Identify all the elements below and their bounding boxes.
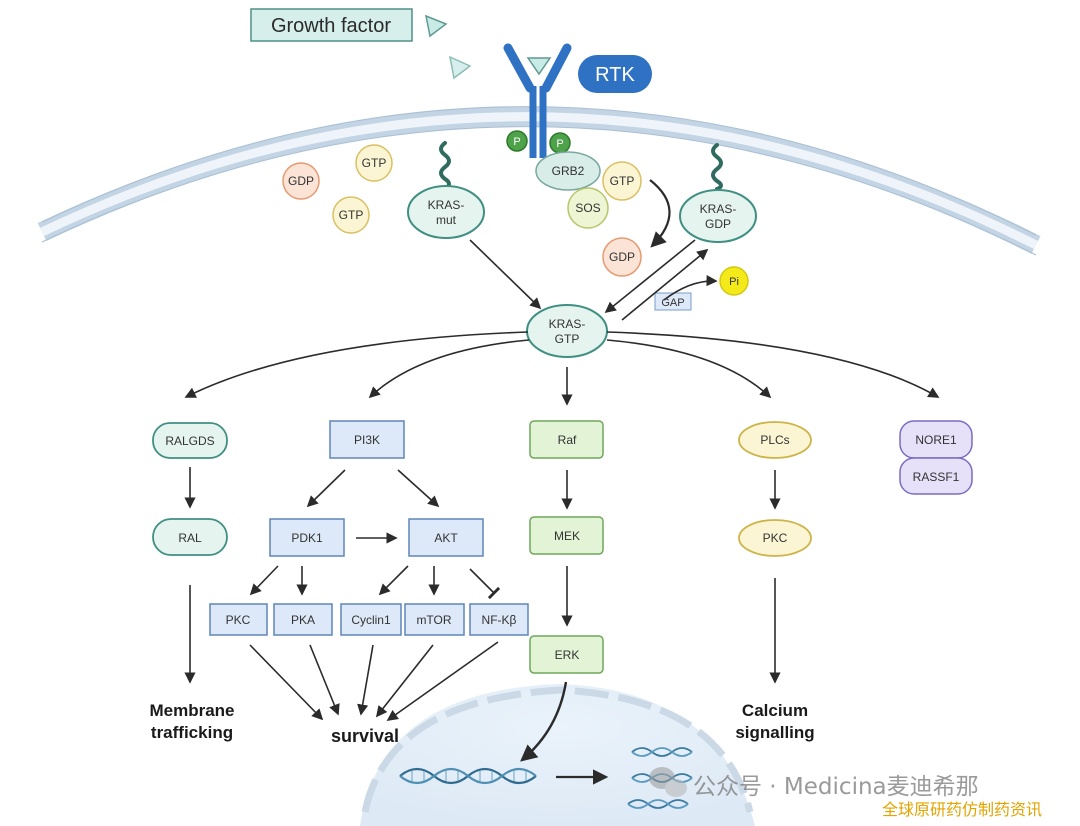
calcium-signalling-text: Calcium [742, 701, 808, 720]
pi3k-text: PI3K [354, 433, 380, 447]
kras-gtp-text: KRAS- [549, 317, 586, 331]
gdp-node: GDP [282, 162, 320, 200]
mtor-text: mTOR [416, 613, 451, 627]
pi3k-node: PI3K [329, 420, 405, 459]
pkc-node: PKC [209, 603, 268, 636]
growth-factor-text: Growth factor [271, 15, 391, 37]
cell-membrane [37, 106, 1041, 256]
kras-gdp-text: KRAS- [700, 202, 737, 216]
rtk-label: RTK [578, 55, 652, 93]
cyclin1-node: Cyclin1 [340, 603, 402, 636]
arrows-upper [469, 179, 718, 321]
gdp-text: GDP [288, 174, 314, 188]
gdp-text: GDP [609, 250, 635, 264]
arrows-branches [184, 331, 940, 406]
nfkb-text: NF-Kβ [482, 613, 517, 627]
membrane-trafficking-text: trafficking [151, 723, 233, 742]
arrows-survival [249, 641, 499, 721]
cyclin1-text: Cyclin1 [351, 613, 391, 627]
rtk-receptor [503, 43, 572, 158]
pka-node: PKA [273, 603, 333, 636]
erk-text: ERK [555, 648, 580, 662]
growth-factor-label: Growth factor [250, 8, 413, 42]
phosphate-node: P [506, 130, 528, 152]
gap-label: GAP [654, 292, 692, 311]
mek-text: MEK [554, 529, 580, 543]
gap-text: GAP [661, 297, 684, 309]
sos-text: SOS [575, 201, 600, 215]
gtp-text: GTP [339, 208, 364, 222]
plcs-node: PLCs [738, 421, 812, 459]
kras-gdp-text: GDP [705, 217, 731, 231]
raf-node: Raf [529, 420, 604, 459]
lipid-tail-icon [439, 141, 451, 191]
ral-node: RAL [152, 518, 228, 556]
kras-mut-text: KRAS- [428, 198, 465, 212]
calcium-signalling-text: signalling [735, 723, 814, 742]
kras-mut-node: KRAS- mut [407, 185, 485, 239]
pka-text: PKA [291, 613, 315, 627]
akt-text: AKT [434, 531, 458, 545]
rassf1-text: RASSF1 [913, 470, 960, 484]
gtp-node: GTP [355, 144, 393, 182]
plcs-text: PLCs [760, 433, 789, 447]
akt-node: AKT [408, 518, 484, 557]
pi-text: Pi [729, 276, 739, 288]
grb2-text: GRB2 [552, 164, 585, 178]
survival-text: survival [331, 726, 399, 746]
growth-factor-ligand-icon [424, 14, 448, 38]
gtp-node: GTP [332, 196, 370, 234]
pkc-text: PKC [763, 531, 788, 545]
kras-gtp-text: GTP [555, 332, 580, 346]
pdk1-text: PDK1 [291, 531, 323, 545]
watermark-tagline: 全球原研药仿制药资讯 [882, 800, 1043, 819]
growth-factor-ligand-icon [448, 55, 472, 80]
sos-node: SOS [567, 187, 609, 229]
kras-gdp-node: KRAS- GDP [679, 189, 757, 243]
lipid-tail-icon [711, 143, 723, 191]
wechat-icon [649, 767, 687, 797]
gtp-sos-node: GTP [602, 161, 642, 201]
membrane-trafficking-text: Membrane [149, 701, 234, 720]
pkc-text: PKC [226, 613, 251, 627]
dna-icon [399, 767, 537, 785]
bound-ligand-icon [526, 57, 552, 76]
nore1-text: NORE1 [915, 433, 957, 447]
nfkb-node: NF-Kβ [469, 603, 529, 636]
kras-gtp-node: KRAS- GTP [526, 304, 608, 358]
phosphate-text: P [513, 136, 520, 148]
rtk-text: RTK [595, 64, 635, 86]
nore1-node: NORE1 [899, 420, 973, 459]
raf-text: Raf [558, 433, 577, 447]
phosphate-node: P [549, 132, 571, 154]
mtor-node: mTOR [404, 603, 465, 636]
gtp-text: GTP [362, 156, 387, 170]
pi-node: Pi [719, 266, 749, 296]
grb2-node: GRB2 [535, 151, 601, 191]
arrows-pi3k-targets [249, 565, 501, 600]
ral-text: RAL [178, 531, 202, 545]
ralgds-node: RALGDS [152, 422, 228, 459]
gtp-text: GTP [610, 174, 635, 188]
pdk1-node: PDK1 [269, 518, 345, 557]
erk-node: ERK [529, 635, 604, 674]
watermark-account: 公众号 · Medicina麦迪希那 [693, 774, 979, 800]
kras-mut-text: mut [436, 213, 457, 227]
rassf1-node: RASSF1 [899, 457, 973, 495]
phosphate-text: P [556, 138, 563, 150]
nucleus [360, 684, 755, 826]
mek-node: MEK [529, 516, 604, 555]
pkc-plc-node: PKC [738, 519, 812, 557]
gdp-released-node: GDP [602, 237, 642, 277]
ralgds-text: RALGDS [165, 434, 214, 448]
